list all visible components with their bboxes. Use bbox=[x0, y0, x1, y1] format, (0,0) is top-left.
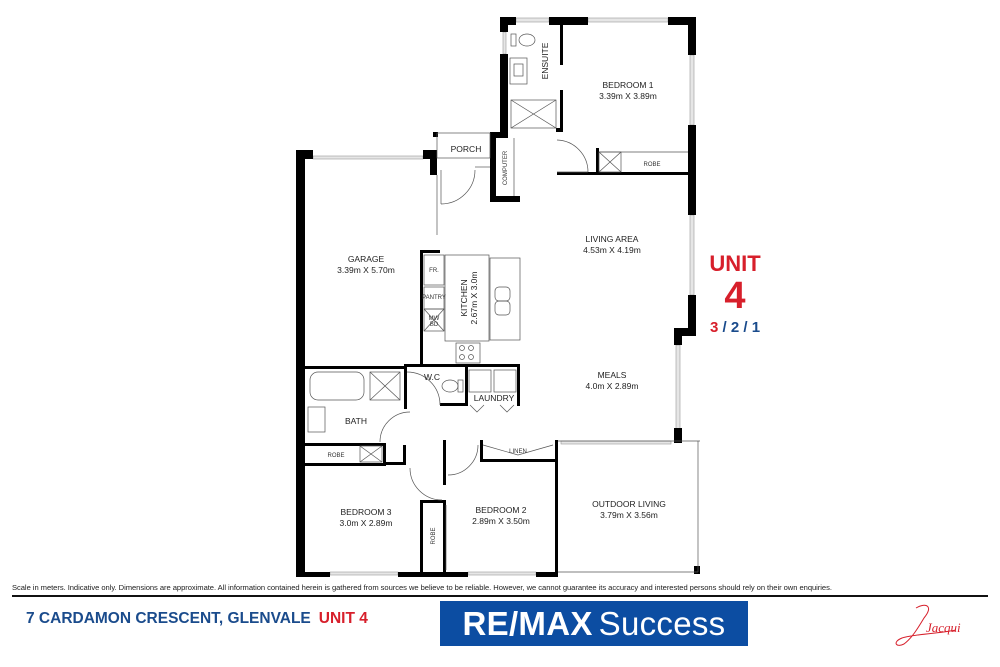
unit-number: 4 bbox=[724, 275, 746, 317]
room-name-porch: PORCH bbox=[451, 144, 482, 154]
address-unit-label: UNIT 4 bbox=[318, 610, 368, 627]
mw-label: MW bbox=[429, 316, 440, 322]
bathroom-count: 2 bbox=[730, 319, 740, 336]
disclaimer-text: Scale in meters. Indicative only. Dimens… bbox=[12, 583, 832, 592]
room-name-robe-bath: ROBE bbox=[327, 453, 344, 459]
room-size-bedroom-3: 3.0m X 2.89m bbox=[340, 518, 393, 528]
unit-word: UNIT bbox=[709, 251, 761, 276]
room-size-bedroom-1: 3.39m X 3.89m bbox=[599, 91, 657, 101]
brand-sub: Success bbox=[598, 604, 726, 642]
room-name-bedroom-3: BEDROOM 3 bbox=[340, 507, 391, 517]
room-name-living-area: LIVING AREA bbox=[586, 234, 639, 244]
room-size-living-area: 4.53m X 4.19m bbox=[583, 245, 641, 255]
room-name-wc: W.C bbox=[424, 372, 440, 382]
property-address: 7 CARDAMON CRESCENT, GLENVALE UNIT 4 bbox=[26, 610, 368, 628]
room-name-kitchen: KITCHEN bbox=[459, 279, 469, 316]
room-name-bath: BATH bbox=[345, 416, 367, 426]
signature-text: Jacqui bbox=[926, 620, 961, 635]
brand-main: RE/MAX bbox=[462, 604, 593, 642]
footer-divider bbox=[12, 595, 988, 597]
room-name-meals: MEALS bbox=[598, 370, 627, 380]
config-separator: / bbox=[722, 319, 727, 336]
room-name-robe-bed2: ROBE bbox=[431, 527, 437, 544]
bedroom-count: 3 bbox=[709, 319, 719, 336]
room-name-linen: LINEN bbox=[509, 449, 527, 455]
signature-jacqui-icon: Jacqui bbox=[895, 604, 961, 646]
room-name-bedroom-1: BEDROOM 1 bbox=[602, 80, 653, 90]
room-size-meals: 4.0m X 2.89m bbox=[586, 381, 639, 391]
parking-count: 1 bbox=[751, 319, 761, 336]
room-name-garage: GARAGE bbox=[348, 254, 385, 264]
room-name-robe-bed1: ROBE bbox=[643, 162, 660, 168]
floor-plan: BEDROOM 1 3.39m X 3.89m ENSUITE ROBE POR… bbox=[296, 17, 700, 577]
room-name-ensuite: ENSUITE bbox=[540, 42, 550, 79]
room-labels: BEDROOM 1 3.39m X 3.89m ENSUITE ROBE POR… bbox=[327, 42, 665, 544]
pantry-label: PANTRY bbox=[422, 295, 446, 301]
room-size-outdoor-living: 3.79m X 3.56m bbox=[600, 510, 658, 520]
external-walls bbox=[296, 17, 700, 577]
room-name-outdoor-living: OUTDOOR LIVING bbox=[592, 499, 666, 509]
room-name-bedroom-2: BEDROOM 2 bbox=[475, 505, 526, 515]
internal-walls bbox=[305, 25, 690, 575]
config-separator: / bbox=[743, 319, 748, 336]
room-size-bedroom-2: 2.89m X 3.50m bbox=[472, 516, 530, 526]
room-name-laundry: LAUNDRY bbox=[474, 393, 515, 403]
unit-config: 3 / 2 / 1 bbox=[700, 318, 770, 338]
unit-badge: UNIT 4 3 / 2 / 1 bbox=[700, 252, 770, 338]
mw-sub-label: BD bbox=[430, 322, 439, 328]
room-size-kitchen: 2.67m X 3.0m bbox=[469, 272, 479, 325]
room-size-garage: 3.39m X 5.70m bbox=[337, 265, 395, 275]
room-name-computer: COMPUTER bbox=[503, 150, 509, 185]
fridge-label: FR. bbox=[429, 268, 439, 274]
fixtures bbox=[307, 33, 700, 573]
address-text: 7 CARDAMON CRESCENT, GLENVALE bbox=[26, 610, 311, 627]
